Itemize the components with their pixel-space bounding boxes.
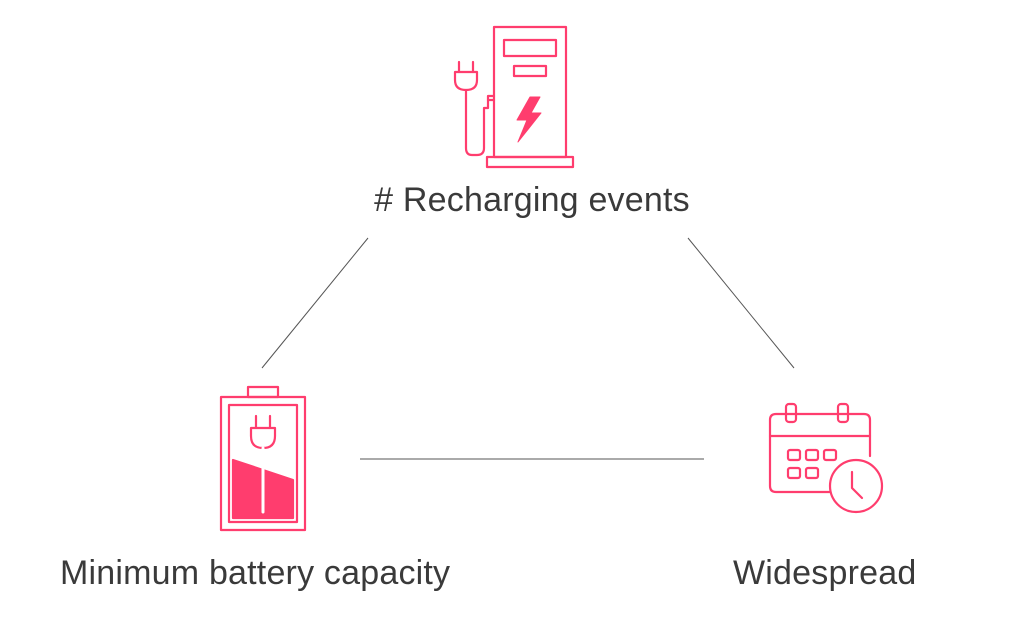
- node-label-recharging-events: # Recharging events: [374, 181, 690, 219]
- calendar-clock-icon: [768, 402, 884, 514]
- edge-top-right: [687, 237, 795, 369]
- edge-top-left: [261, 237, 369, 369]
- node-label-minimum-battery-capacity: Minimum battery capacity: [60, 554, 451, 592]
- charging-station-icon: [453, 25, 575, 169]
- battery-plug-icon: [219, 385, 307, 532]
- node-label-widespread: Widespread: [733, 554, 917, 592]
